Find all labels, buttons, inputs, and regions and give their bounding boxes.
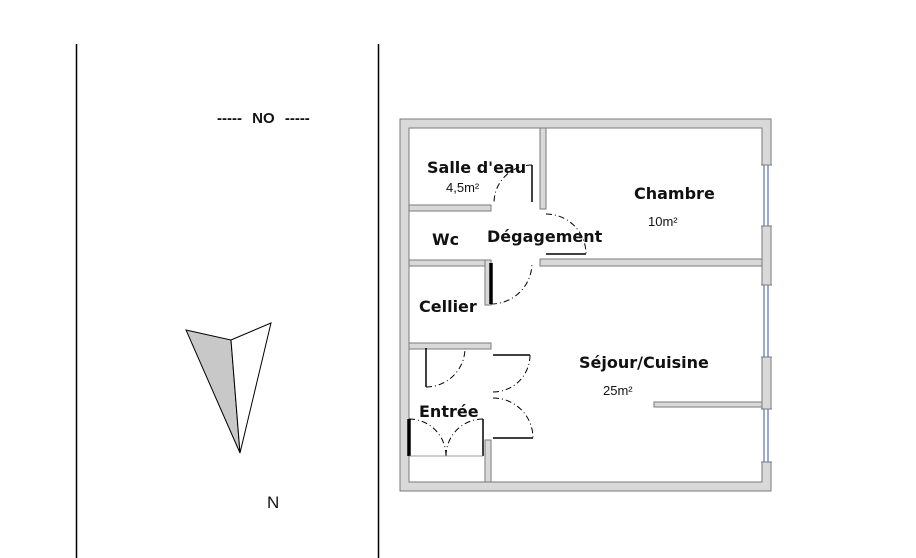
compass-arrow-icon xyxy=(185,322,272,454)
room-label-sejour-cuisine: Séjour/Cuisine xyxy=(579,353,709,372)
doors xyxy=(407,164,587,457)
room-label-wc: Wc xyxy=(432,230,460,249)
orientation-dash-left: ----- xyxy=(217,110,242,127)
north-label: N xyxy=(267,493,280,512)
room-label-cellier: Cellier xyxy=(419,297,477,316)
interior-walls xyxy=(408,127,763,483)
exterior-walls xyxy=(399,118,772,492)
room-area-salle-deau: 4,5m² xyxy=(446,180,480,195)
window-chambre-right xyxy=(761,165,772,226)
room-label-salle-deau: Salle d'eau xyxy=(427,158,527,177)
room-label-chambre: Chambre xyxy=(634,184,715,203)
room-label-degagement: Dégagement xyxy=(487,227,603,246)
orientation-code: NO xyxy=(252,110,275,127)
room-area-chambre: 10m² xyxy=(648,214,678,229)
orientation-label: ----- NO ----- xyxy=(217,110,310,127)
window-sejour-right-1 xyxy=(761,285,772,357)
window-sejour-right-2 xyxy=(761,409,772,462)
room-area-sejour-cuisine: 25m² xyxy=(603,383,633,398)
room-label-entree: Entrée xyxy=(419,402,479,421)
orientation-dash-right: ----- xyxy=(284,110,310,127)
